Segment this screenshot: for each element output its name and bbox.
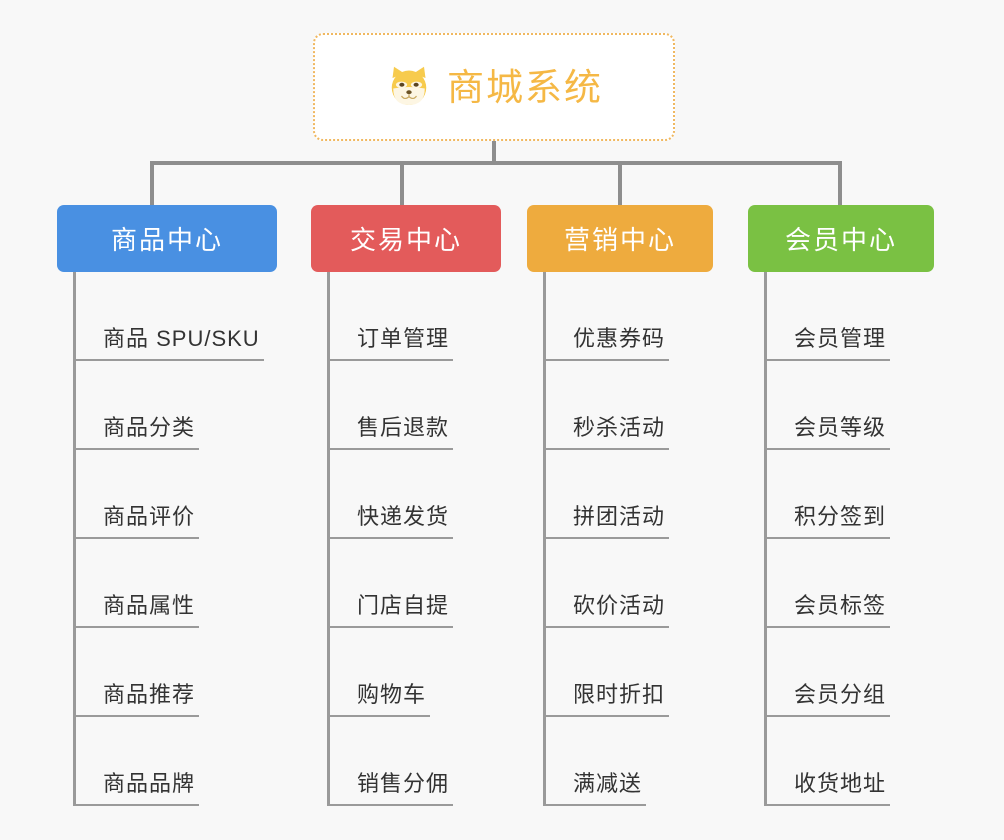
child-label: 商品属性 (103, 595, 200, 628)
list-item[interactable]: 商品 SPU/SKU (73, 272, 277, 361)
list-item[interactable]: 商品分类 (73, 361, 277, 450)
child-label: 会员管理 (794, 328, 891, 361)
child-list-3: 会员管理 会员等级 积分签到 会员标签 会员分组 收货地址 (764, 272, 934, 806)
child-rail-1 (327, 272, 330, 806)
child-label: 售后退款 (357, 417, 454, 450)
category-column-0: 商品中心 商品 SPU/SKU 商品分类 商品评价 商品属性 商品推荐 商品品牌 (57, 205, 277, 806)
connector-drop-0 (150, 161, 154, 205)
child-label: 商品分类 (103, 417, 200, 450)
list-item[interactable]: 满减送 (543, 717, 713, 806)
connector-bus (150, 161, 842, 165)
list-item[interactable]: 商品属性 (73, 539, 277, 628)
child-label: 秒杀活动 (573, 417, 670, 450)
shiba-dog-icon (391, 66, 427, 105)
connector-drop-2 (618, 161, 622, 205)
child-label: 订单管理 (357, 328, 454, 361)
child-label: 门店自提 (357, 595, 454, 628)
child-label: 优惠券码 (573, 328, 670, 361)
child-label: 商品推荐 (103, 684, 200, 717)
list-item[interactable]: 会员分组 (764, 628, 934, 717)
child-list-1: 订单管理 售后退款 快递发货 门店自提 购物车 销售分佣 (327, 272, 501, 806)
connector-drop-3 (838, 161, 842, 205)
list-item[interactable]: 拼团活动 (543, 450, 713, 539)
child-label: 销售分佣 (357, 773, 454, 806)
child-label: 收货地址 (794, 773, 891, 806)
child-list-2: 优惠券码 秒杀活动 拼团活动 砍价活动 限时折扣 满减送 (543, 272, 713, 806)
child-label: 砍价活动 (573, 595, 670, 628)
category-label-1: 交易中心 (349, 225, 462, 255)
list-item[interactable]: 会员等级 (764, 361, 934, 450)
child-list-0: 商品 SPU/SKU 商品分类 商品评价 商品属性 商品推荐 商品品牌 (73, 272, 277, 806)
list-item[interactable]: 商品推荐 (73, 628, 277, 717)
list-item[interactable]: 会员标签 (764, 539, 934, 628)
list-item[interactable]: 限时折扣 (543, 628, 713, 717)
child-label: 会员等级 (794, 417, 891, 450)
list-item[interactable]: 优惠券码 (543, 272, 713, 361)
child-rail-3 (764, 272, 767, 806)
list-item[interactable]: 快递发货 (327, 450, 501, 539)
child-rail-2 (543, 272, 546, 806)
list-item[interactable]: 商品评价 (73, 450, 277, 539)
category-box-3[interactable]: 会员中心 (748, 205, 934, 272)
list-item[interactable]: 门店自提 (327, 539, 501, 628)
child-label: 积分签到 (794, 506, 891, 539)
category-label-2: 营销中心 (563, 225, 676, 255)
category-box-2[interactable]: 营销中心 (527, 205, 713, 272)
list-item[interactable]: 积分签到 (764, 450, 934, 539)
list-item[interactable]: 收货地址 (764, 717, 934, 806)
connector-stem (492, 141, 496, 163)
category-label-0: 商品中心 (110, 225, 223, 255)
child-label: 商品品牌 (103, 773, 200, 806)
list-item[interactable]: 售后退款 (327, 361, 501, 450)
category-box-0[interactable]: 商品中心 (57, 205, 277, 272)
child-label: 会员标签 (794, 595, 891, 628)
child-label: 拼团活动 (573, 506, 670, 539)
list-item[interactable]: 秒杀活动 (543, 361, 713, 450)
list-item[interactable]: 销售分佣 (327, 717, 501, 806)
child-label: 限时折扣 (573, 684, 670, 717)
child-label: 购物车 (357, 684, 431, 717)
list-item[interactable]: 订单管理 (327, 272, 501, 361)
list-item[interactable]: 购物车 (327, 628, 501, 717)
child-label: 商品 SPU/SKU (103, 328, 264, 361)
list-item[interactable]: 商品品牌 (73, 717, 277, 806)
list-item[interactable]: 会员管理 (764, 272, 934, 361)
category-label-3: 会员中心 (784, 225, 897, 255)
root-title: 商城系统 (447, 66, 603, 108)
child-rail-0 (73, 272, 76, 806)
child-label: 会员分组 (794, 684, 891, 717)
root-node[interactable]: 商城系统 (313, 33, 675, 141)
category-column-2: 营销中心 优惠券码 秒杀活动 拼团活动 砍价活动 限时折扣 满减送 (527, 205, 713, 806)
category-column-1: 交易中心 订单管理 售后退款 快递发货 门店自提 购物车 销售分佣 (311, 205, 501, 806)
list-item[interactable]: 砍价活动 (543, 539, 713, 628)
connector-drop-1 (400, 161, 404, 205)
category-column-3: 会员中心 会员管理 会员等级 积分签到 会员标签 会员分组 收货地址 (748, 205, 934, 806)
category-box-1[interactable]: 交易中心 (311, 205, 501, 272)
child-label: 满减送 (573, 773, 647, 806)
child-label: 快递发货 (357, 506, 454, 539)
child-label: 商品评价 (103, 506, 200, 539)
